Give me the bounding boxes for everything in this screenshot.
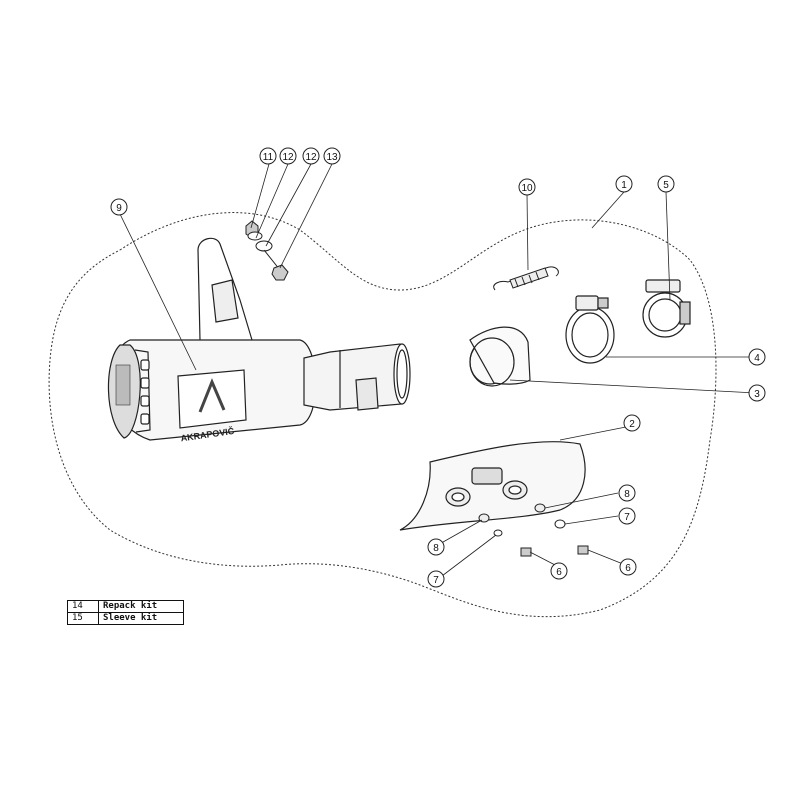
svg-text:12: 12 — [282, 152, 294, 163]
svg-text:13: 13 — [326, 152, 338, 163]
svg-text:3: 3 — [754, 389, 760, 400]
callout-7a: 7 — [618, 507, 636, 525]
callout-13: 13 — [323, 147, 341, 165]
kit-row: 14 Repack kit — [67, 600, 184, 613]
callout-5: 5 — [657, 175, 675, 193]
svg-text:5: 5 — [663, 180, 669, 191]
callout-6b: 6 — [619, 558, 637, 576]
callout-12b: 12 — [302, 147, 320, 165]
svg-text:7: 7 — [624, 512, 630, 523]
svg-text:12: 12 — [305, 152, 317, 163]
svg-text:8: 8 — [624, 489, 630, 500]
svg-text:1: 1 — [621, 180, 627, 191]
link-pipe-sleeve — [469, 326, 531, 387]
svg-text:6: 6 — [556, 567, 562, 578]
svg-text:8: 8 — [433, 543, 439, 554]
callout-7b: 7 — [427, 570, 445, 588]
kit-row: 15 Sleeve kit — [67, 612, 184, 625]
callout-2: 2 — [623, 414, 641, 432]
pipe-clamp — [565, 295, 615, 364]
callout-10: 10 — [518, 178, 536, 196]
exhaust-spring — [493, 266, 559, 291]
mounting-clamp — [642, 279, 691, 338]
kit-description: Repack kit — [98, 600, 184, 613]
kit-table: 14 Repack kit 15 Sleeve kit — [67, 600, 184, 625]
silencer-muffler — [107, 237, 411, 441]
callout-3: 3 — [748, 384, 766, 402]
svg-text:9: 9 — [116, 203, 122, 214]
callout-11: 11 — [259, 147, 277, 165]
heat-shield — [399, 441, 586, 531]
callout-9: 9 — [110, 198, 128, 216]
svg-text:4: 4 — [754, 353, 760, 364]
hardware-small-parts — [245, 220, 589, 557]
svg-text:7: 7 — [433, 575, 439, 586]
callout-6a: 6 — [550, 562, 568, 580]
kit-number: 14 — [67, 600, 99, 613]
callout-8b: 8 — [427, 538, 445, 556]
callout-12a: 12 — [279, 147, 297, 165]
svg-text:2: 2 — [629, 419, 635, 430]
kit-description: Sleeve kit — [98, 612, 184, 625]
kit-number: 15 — [67, 612, 99, 625]
svg-text:11: 11 — [263, 152, 274, 163]
callout-8a: 8 — [618, 484, 636, 502]
svg-text:10: 10 — [521, 183, 533, 194]
callout-leader-lines — [119, 163, 757, 580]
callout-1: 1 — [615, 175, 633, 193]
callout-4: 4 — [748, 348, 766, 366]
kit-boundary-outline — [48, 212, 717, 618]
svg-text:6: 6 — [625, 563, 631, 574]
